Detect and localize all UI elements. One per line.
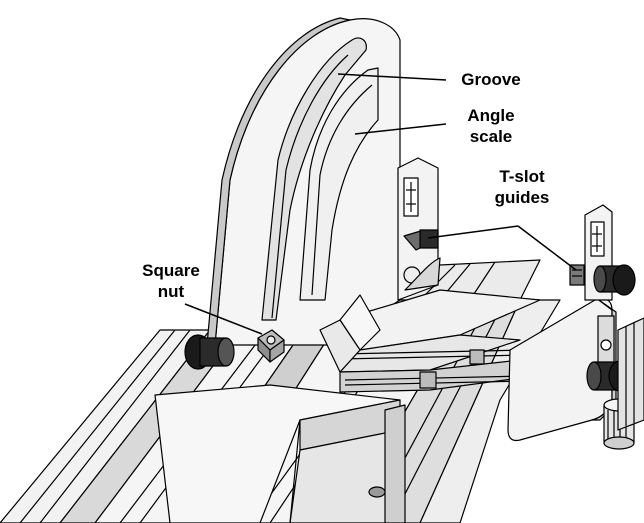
tslot-guide-screw [569,264,585,286]
label-square-nut-line2: nut [157,282,185,301]
leader-angle-scale [354,123,447,135]
label-tslot-guides: T-slot guides [472,166,572,208]
rear-upright-plate [397,157,441,301]
label-groove-text: Groove [461,70,521,89]
label-tslot-guides-line1: T-slot [499,167,545,186]
label-angle-scale: Angle scale [446,105,536,147]
label-tslot-guides-line2: guides [494,188,550,207]
leader-groove [337,73,447,81]
leader-square-nut [184,303,263,335]
front-slide-block [154,384,406,523]
label-angle-scale-line2: scale [469,127,513,146]
arched-angle-plate [206,17,401,346]
cross-slide [319,289,541,393]
square-nut [257,329,285,363]
left-knob [184,334,235,370]
leader-lines [184,73,577,335]
label-square-nut: Square nut [128,260,214,302]
label-square-nut-line1: Square [142,261,200,280]
leader-tslot-left [427,225,519,239]
leader-tslot-right [517,225,577,271]
label-angle-scale-line1: Angle [467,106,515,125]
label-groove: Groove [446,69,536,90]
right-upper-knob [593,264,636,296]
right-rail-stub [617,317,644,431]
